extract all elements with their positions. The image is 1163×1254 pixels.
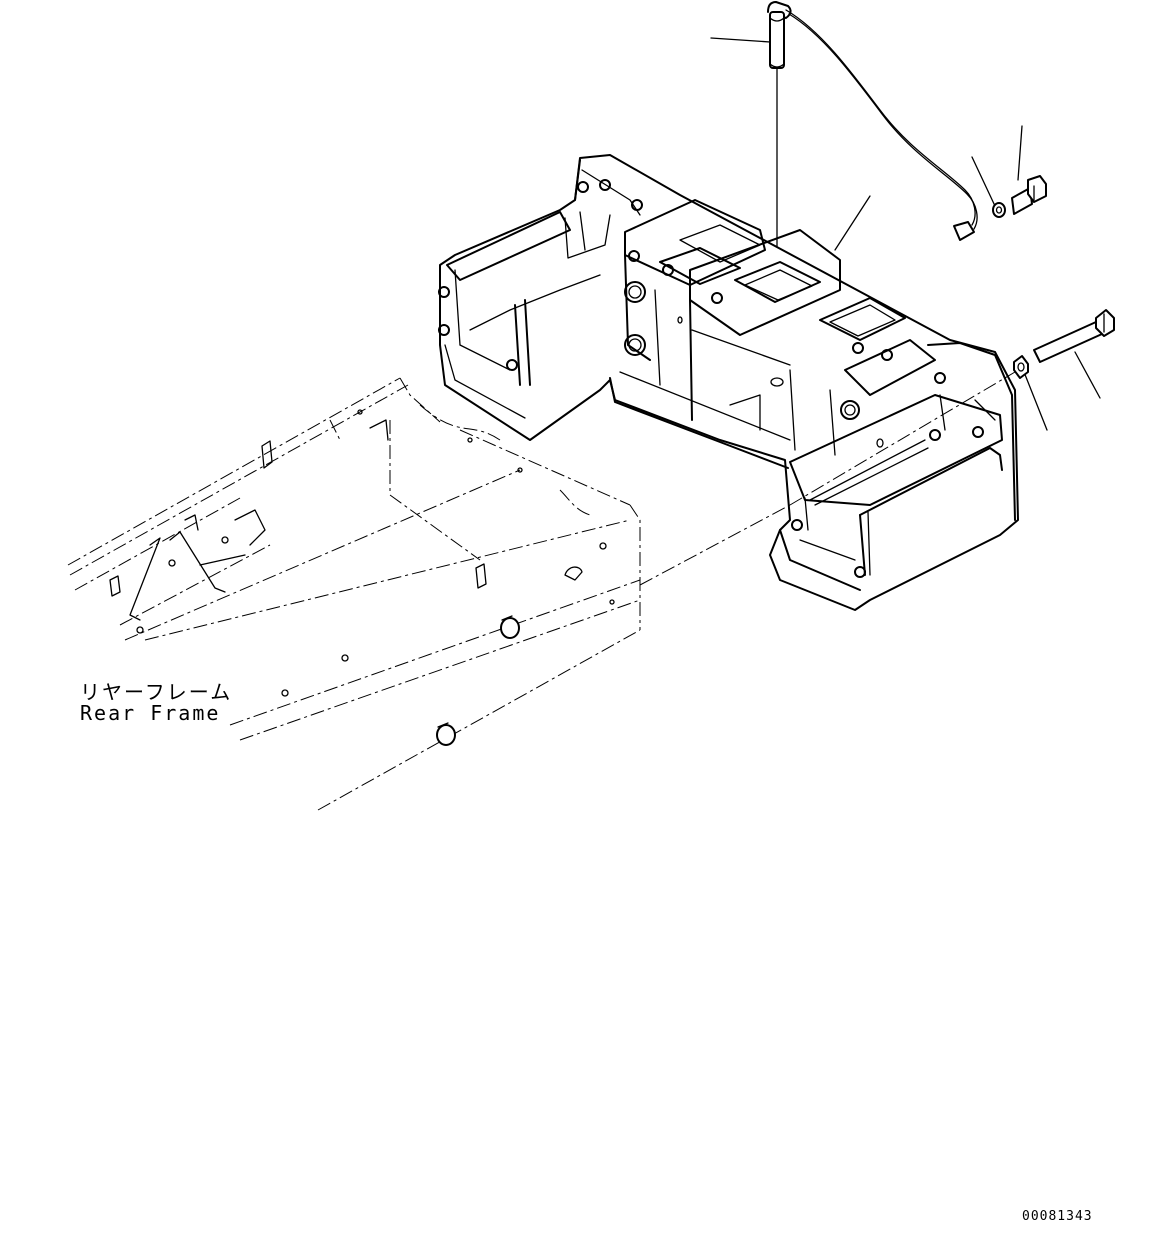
nut	[1013, 355, 1029, 379]
counterweight-bolt-holes	[438, 179, 984, 578]
counterweight	[438, 154, 1019, 611]
frame-bosses	[136, 409, 615, 746]
leader-lines	[710, 37, 1101, 431]
rear-frame	[67, 371, 1016, 811]
frame-label-english: Rear Frame	[80, 701, 221, 725]
bolt-small	[1011, 175, 1047, 215]
frame-label-japanese: リヤーフレーム	[80, 680, 233, 704]
long-bolt	[1033, 309, 1115, 363]
washer-small	[992, 202, 1006, 218]
drawing-number: 00081343	[1022, 1209, 1093, 1224]
pin-chain	[785, 9, 978, 241]
frame-brackets	[109, 419, 583, 621]
